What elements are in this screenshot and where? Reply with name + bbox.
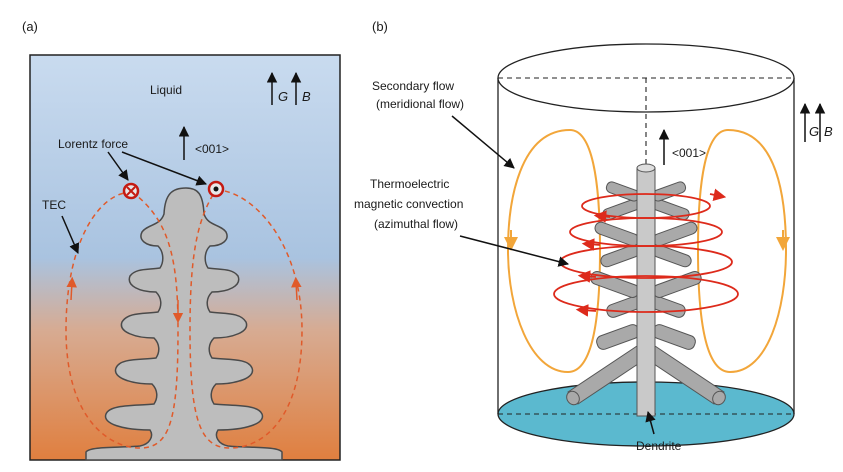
tec-loop-left [65, 191, 179, 449]
secondary-flow-arrow [451, 115, 515, 169]
secondary-flow-label: Secondary flow [372, 79, 454, 93]
lorentz-arrow-left [107, 151, 129, 181]
panel-b-label: (b) [372, 19, 388, 34]
lorentz-arrow-right [121, 151, 207, 186]
tmc-label-line2: magnetic convection [354, 197, 463, 211]
tmc-arrow [459, 235, 570, 267]
out-of-page-icon [207, 180, 225, 198]
azimuthal-arrow-3 [577, 270, 597, 283]
direction-label-b: <001> [672, 146, 706, 160]
flow-arrow-up-left [66, 276, 77, 301]
tec-arrow [61, 215, 80, 254]
azimuthal-arrow-1 [593, 210, 611, 223]
dendrite-arrow [645, 410, 656, 435]
panel-b: (b) [354, 19, 833, 453]
dendrite-b [566, 163, 726, 417]
dendrite-a [85, 187, 283, 461]
azimuthal-flow-label: (azimuthal flow) [374, 217, 458, 231]
tmc-label-line1: Thermoelectric [370, 177, 449, 191]
b-label-a: B [302, 89, 311, 104]
lorentz-force-label: Lorentz force [58, 137, 128, 151]
into-page-icon [122, 182, 140, 200]
azimuthal-arrow-4 [575, 304, 597, 317]
tec-label: TEC [42, 198, 66, 212]
b-label-b: B [824, 124, 833, 139]
dendrite-label: Dendrite [636, 439, 682, 453]
liquid-label: Liquid [150, 83, 182, 97]
g-label-b: G [809, 124, 819, 139]
meridional-loop-left [506, 129, 602, 374]
meridional-flow-label: (meridional flow) [376, 97, 464, 111]
meridional-loop-right [696, 129, 788, 374]
tec-loop-right [189, 189, 303, 449]
panel-a: (a) Liquid G B <001> Lorentz force [22, 19, 341, 461]
g-label-a: G [278, 89, 288, 104]
direction-label-a: <001> [195, 142, 229, 156]
azimuthal-arrow-2 [581, 238, 601, 251]
azimuthal-arrow-5 [709, 188, 727, 201]
flow-arrow-up-right [291, 276, 302, 301]
panel-a-label: (a) [22, 19, 38, 34]
